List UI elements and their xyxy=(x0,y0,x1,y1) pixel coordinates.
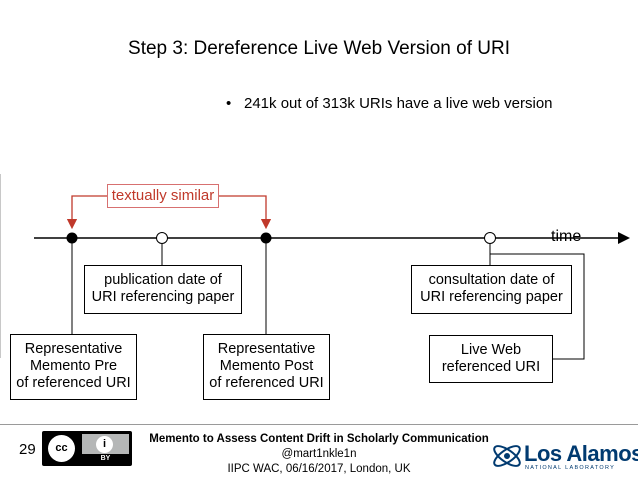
memento-post-point xyxy=(260,232,272,244)
footer-divider xyxy=(0,424,638,425)
similarity-bracket-right xyxy=(219,195,272,230)
author-handle: @mart1nkle1n xyxy=(281,448,357,460)
live-web-box: Live Web referenced URI xyxy=(429,335,553,383)
attribution-icon: i xyxy=(96,436,113,453)
box-line: Memento Post xyxy=(219,358,314,374)
memento-pre-point xyxy=(66,232,78,244)
cc-icon: cc xyxy=(48,435,75,462)
slide-number: 29 xyxy=(19,441,36,458)
event-info: IIPC WAC, 06/16/2017, London, UK xyxy=(227,463,411,475)
logo-subtitle: NATIONAL LABORATORY xyxy=(525,465,616,471)
box-line: of referenced URI xyxy=(209,375,324,391)
box-line: referenced URI xyxy=(441,359,541,375)
consultation-date-box: consultation date of URI referencing pap… xyxy=(411,265,572,314)
box-line: Representative xyxy=(217,341,316,357)
slide-title: Step 3: Dereference Live Web Version of … xyxy=(128,38,510,59)
publication-point xyxy=(156,232,168,244)
similarity-bracket-left xyxy=(66,195,107,230)
bullet-text: 241k out of 313k URIs have a live web ve… xyxy=(244,95,553,112)
timeline-diagram xyxy=(34,195,630,360)
by-panel: i BY xyxy=(82,434,129,463)
talk-title: Memento to Assess Content Drift in Schol… xyxy=(149,433,489,445)
box-line: consultation date of xyxy=(428,272,555,288)
box-line: of referenced URI xyxy=(16,375,131,391)
logo-name: Los Alamos xyxy=(524,441,638,466)
publication-date-box: publication date of URI referencing pape… xyxy=(84,265,242,314)
los-alamos-logo: Los Alamos NATIONAL LABORATORY xyxy=(490,437,638,475)
memento-post-box: Representative Memento Post of reference… xyxy=(203,334,330,400)
time-axis-label: time xyxy=(551,228,582,245)
consultation-point xyxy=(484,232,496,244)
memento-pre-box: Representative Memento Pre of referenced… xyxy=(10,334,137,400)
similarity-label: textually similar xyxy=(107,184,219,208)
box-line: Memento Pre xyxy=(29,358,118,374)
box-line: URI referencing paper xyxy=(91,289,235,305)
bullet-marker: • xyxy=(226,95,232,112)
left-separator xyxy=(0,174,1,358)
box-line: publication date of xyxy=(104,272,222,288)
atom-icon xyxy=(493,445,521,467)
box-line: URI referencing paper xyxy=(420,289,563,305)
footer-text: Memento to Assess Content Drift in Schol… xyxy=(130,432,508,477)
box-line: Representative xyxy=(24,341,123,357)
cc-by-license-badge: cc i BY xyxy=(42,431,132,466)
live-web-connector xyxy=(489,244,585,360)
by-label: BY xyxy=(82,454,129,463)
bullet-point: • 241k out of 313k URIs have a live web v… xyxy=(226,95,553,112)
box-line: Live Web xyxy=(460,342,522,358)
